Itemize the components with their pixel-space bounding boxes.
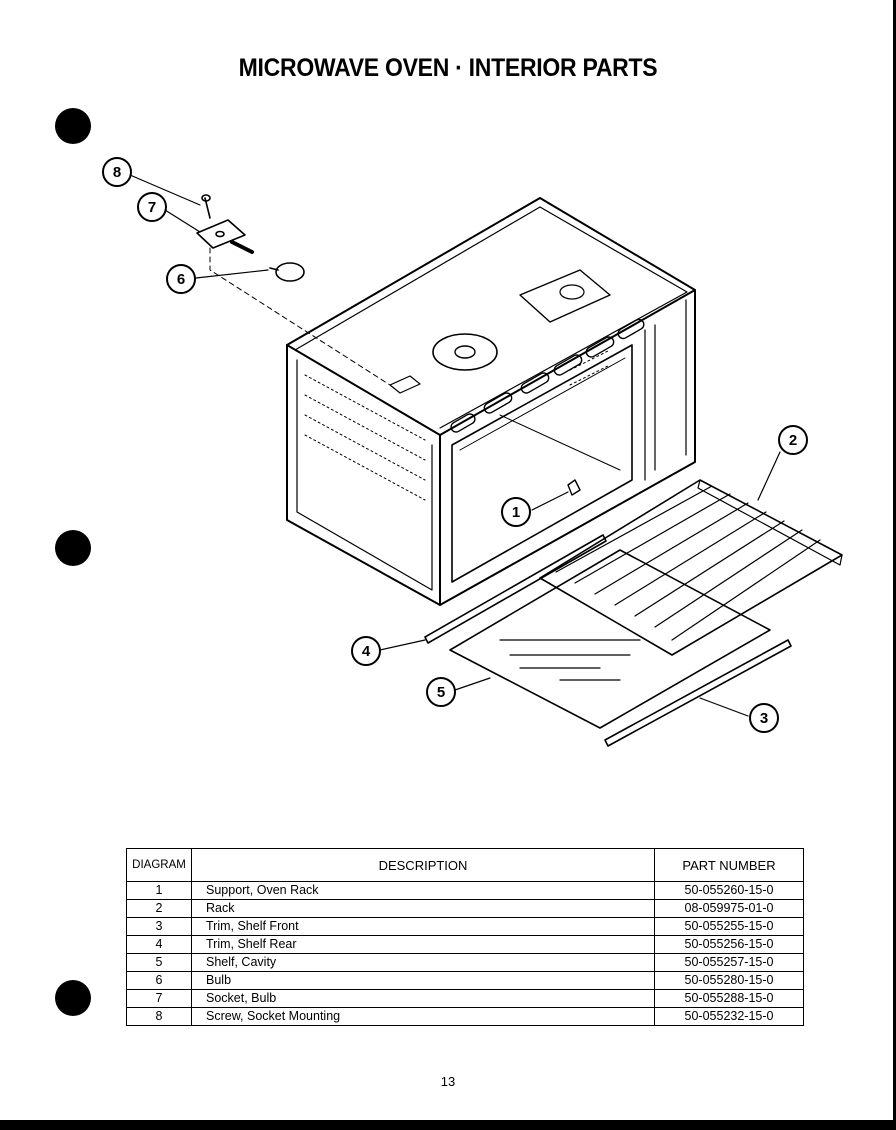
row-part-number: 50-055256-15-0	[654, 935, 804, 954]
row-part-number: 50-055257-15-0	[654, 953, 804, 972]
row-description: Bulb	[191, 971, 655, 990]
shelf-cavity-drawing	[449, 549, 771, 729]
row-part-number: 50-055232-15-0	[654, 1007, 804, 1026]
trim-shelf-front-drawing	[604, 639, 792, 747]
table-row: 5 Shelf, Cavity 50-055257-15-0	[126, 953, 804, 972]
table-row: 7 Socket, Bulb 50-055288-15-0	[126, 989, 804, 1008]
callout-1: 1	[512, 504, 520, 521]
callout-7: 7	[148, 199, 156, 216]
table-row: 8 Screw, Socket Mounting 50-055232-15-0	[126, 1007, 804, 1026]
callout-3: 3	[760, 710, 768, 727]
binder-hole-middle	[55, 530, 91, 566]
table-row: 2 Rack 08-059975-01-0	[126, 899, 804, 918]
table-row: 1 Support, Oven Rack 50-055260-15-0	[126, 881, 804, 900]
exploded-parts-diagram: 1 2 3 4 5 6 7 8	[102, 157, 843, 747]
page-edge-right	[893, 0, 896, 1130]
row-part-number: 50-055280-15-0	[654, 971, 804, 990]
row-diagram: 8	[126, 1007, 192, 1026]
row-description: Socket, Bulb	[191, 989, 655, 1008]
header-diagram: DIAGRAM	[126, 848, 192, 882]
rack-drawing	[539, 479, 843, 656]
callout-4: 4	[362, 643, 371, 660]
table-row: 3 Trim, Shelf Front 50-055255-15-0	[126, 917, 804, 936]
header-description: DESCRIPTION	[191, 848, 655, 882]
row-diagram: 2	[126, 899, 192, 918]
header-part-number: PART NUMBER	[654, 848, 804, 882]
row-description: Trim, Shelf Rear	[191, 935, 655, 954]
callout-5: 5	[437, 684, 445, 701]
callout-2: 2	[789, 432, 797, 449]
row-part-number: 50-055255-15-0	[654, 917, 804, 936]
binder-hole-bottom	[55, 980, 91, 1016]
callout-8: 8	[113, 164, 121, 181]
oven-cabinet-drawing	[286, 197, 696, 606]
row-part-number: 08-059975-01-0	[654, 899, 804, 918]
row-diagram: 6	[126, 971, 192, 990]
row-part-number: 50-055288-15-0	[654, 989, 804, 1008]
row-diagram: 4	[126, 935, 192, 954]
table-row: 4 Trim, Shelf Rear 50-055256-15-0	[126, 935, 804, 954]
row-description: Support, Oven Rack	[191, 881, 655, 900]
table-row: 6 Bulb 50-055280-15-0	[126, 971, 804, 990]
page-edge-bottom	[0, 1120, 896, 1130]
row-part-number: 50-055260-15-0	[654, 881, 804, 900]
row-description: Trim, Shelf Front	[191, 917, 655, 936]
row-description: Shelf, Cavity	[191, 953, 655, 972]
parts-table: DIAGRAM DESCRIPTION PART NUMBER 1 Suppor…	[126, 848, 804, 1026]
row-diagram: 3	[126, 917, 192, 936]
parts-table-header: DIAGRAM DESCRIPTION PART NUMBER	[126, 848, 804, 882]
row-description: Rack	[191, 899, 655, 918]
bulb-socket-screw-drawing	[196, 194, 391, 386]
row-diagram: 1	[126, 881, 192, 900]
oven-rack-support-drawing	[567, 479, 581, 496]
callout-6: 6	[177, 271, 185, 288]
row-diagram: 7	[126, 989, 192, 1008]
trim-shelf-rear-drawing	[424, 534, 607, 644]
page-title: MICROWAVE OVEN · INTERIOR PARTS	[238, 54, 658, 82]
page-number: 13	[440, 1074, 456, 1089]
binder-hole-top	[55, 108, 91, 144]
row-description: Screw, Socket Mounting	[191, 1007, 655, 1026]
row-diagram: 5	[126, 953, 192, 972]
